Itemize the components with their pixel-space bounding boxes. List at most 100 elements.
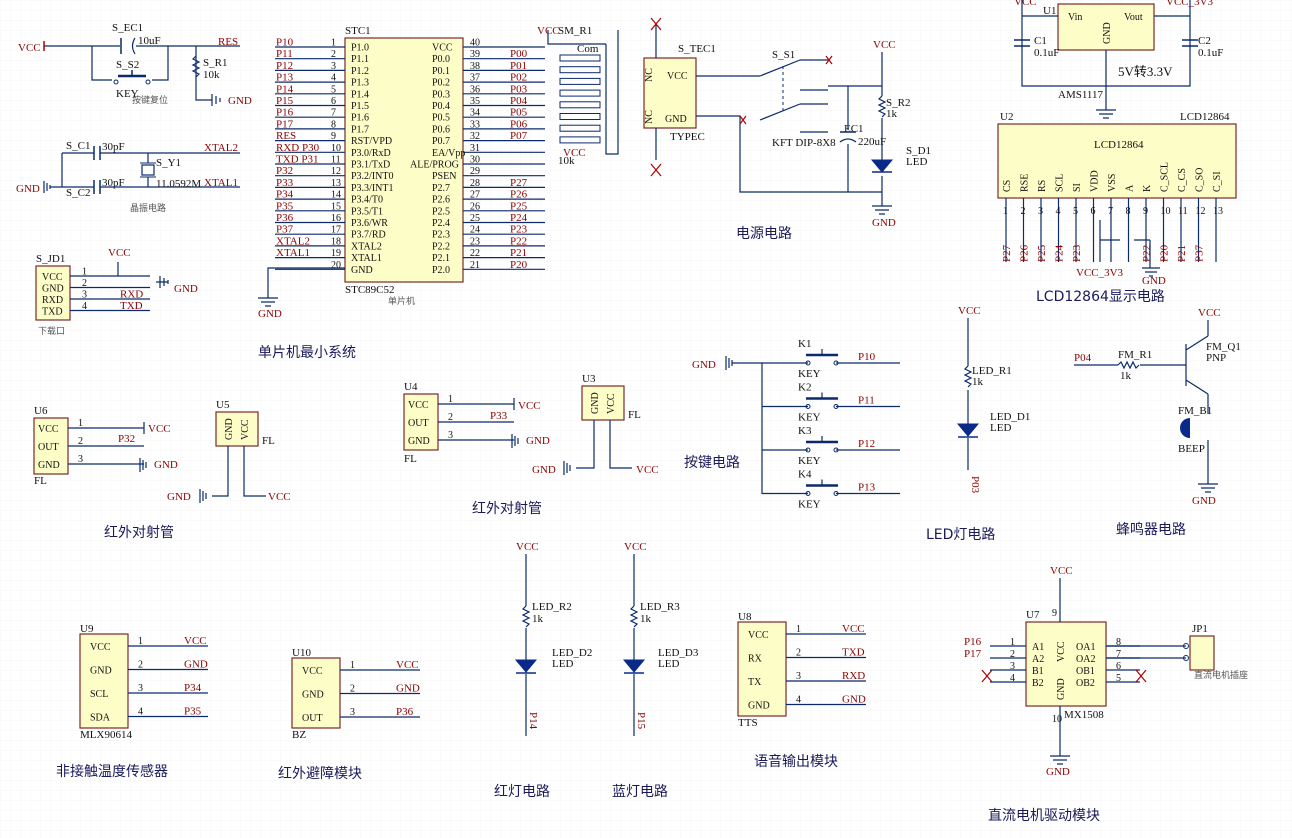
u10-pin-number: 3: [350, 707, 355, 718]
lcd-pin-number: 1: [1003, 206, 1008, 217]
mcu-pin-number: 27: [470, 190, 480, 201]
rnet-ref: SM_R1: [558, 25, 592, 37]
u8-ref: U8: [738, 611, 752, 623]
mcu-pin-number: 13: [331, 178, 341, 189]
crystal-xtal1-label: XTAL1: [204, 177, 238, 189]
reset-circuit: VCC S_EC1 10uF RES S_S2 KEY 按键复位 S_R1 10…: [18, 22, 252, 107]
u4-pin-name: OUT: [408, 418, 429, 429]
u10-pin-net: VCC: [396, 659, 419, 671]
lcd-pin-number: 13: [1213, 206, 1223, 217]
mcu-pin-name: P2.0: [432, 265, 450, 276]
mcu-pin-name: P1.5: [351, 101, 369, 112]
regulator-vout: Vout: [1124, 12, 1143, 23]
u7-left-num: 1: [1010, 637, 1015, 648]
u10-pin-net: GND: [396, 683, 420, 695]
u7-left-num: 2: [1010, 649, 1015, 660]
mcu-pin-name: P0.2: [432, 78, 450, 89]
regulator-c1-ref: C1: [1034, 35, 1047, 47]
mcu-pin-name: GND: [351, 265, 373, 276]
key-net: P11: [858, 395, 875, 407]
u8-pin-name: TX: [748, 677, 762, 688]
u9-ref: U9: [80, 623, 94, 635]
u8-pin-number: 1: [796, 624, 801, 635]
blue-d-ref: LED_D3: [658, 647, 699, 659]
reset-key-switch: [113, 70, 151, 85]
lcd-pin-net: P22: [1141, 245, 1153, 262]
voice-caption: 语音输出模块: [754, 753, 838, 770]
keys-gnd-label: GND: [692, 359, 716, 371]
u9-pin-net: P35: [184, 706, 202, 718]
svg-text:9: 9: [1052, 608, 1057, 619]
resistor-network: SM_R1 VCC Com 10k VCC: [537, 25, 619, 167]
mcu-pin-number: 22: [470, 248, 480, 259]
mcu-pin-net: P12: [276, 60, 293, 72]
u7-vcc-pin: VCC: [1056, 641, 1067, 662]
crystal-c2-ref: S_C2: [66, 187, 90, 199]
crystal-xtal2-label: XTAL2: [204, 142, 238, 154]
u7-left-num: 3: [1010, 661, 1015, 672]
buzzer-beep: BEEP: [1178, 443, 1205, 455]
mcu-pin-name: P0.4: [432, 101, 450, 112]
mcu-pin-number: 31: [470, 143, 480, 154]
u10-pin-number: 1: [350, 660, 355, 671]
mcu-pin-net: RES: [276, 130, 296, 142]
lcd-pin-name: VDD: [1090, 170, 1101, 192]
u5-vcc-pin: VCC: [240, 419, 251, 440]
lcd-pin-number: 2: [1021, 206, 1026, 217]
mcu-pin-name: XTAL1: [351, 253, 382, 264]
mcu-pin-number: 29: [470, 166, 480, 177]
mcu-pin-net: P21: [510, 247, 527, 259]
u9-pin-number: 4: [138, 707, 143, 718]
power-r2-value: 1k: [886, 108, 898, 120]
blue-r-value: 1k: [640, 613, 652, 625]
blue-led-circuit: VCC LED_R3 1k LED_D3 LED P15: [622, 541, 699, 736]
key-ref: K3: [798, 425, 812, 437]
mcu-pin-number: 9: [331, 131, 336, 142]
u4-net-gnd: GND: [526, 435, 550, 447]
mcu-pin-name: P2.6: [432, 195, 450, 206]
reset-caption: 按键复位: [132, 94, 168, 106]
mcu-pin-name: P1.1: [351, 54, 369, 65]
mcu-pin-number: 38: [470, 61, 480, 72]
mcu-pin-name: P0.1: [432, 66, 450, 77]
mcu-pin-net: P20: [510, 259, 528, 271]
red-r-value: 1k: [532, 613, 544, 625]
u5-gnd-pin: GND: [224, 418, 235, 440]
buzzer-q-ref: FM_Q1: [1206, 341, 1241, 353]
power-vcc-label: VCC: [873, 39, 896, 51]
mcu-pin-name: P2.5: [432, 206, 450, 217]
u7-right-num: 5: [1116, 673, 1121, 684]
mcu-pin-number: 17: [331, 225, 341, 236]
u6-net-gnd: GND: [154, 459, 178, 471]
u9-pin-number: 3: [138, 683, 143, 694]
rnet-vcc2-label: VCC: [563, 147, 586, 159]
buzzer-gnd-label: GND: [1192, 495, 1216, 507]
reset-res-label: RES: [218, 36, 238, 48]
crystal-c1-ref: S_C1: [66, 140, 90, 152]
ir-avoid-caption: 红外避障模块: [278, 766, 362, 782]
regulator-c1-value: 0.1uF: [1034, 47, 1059, 59]
power-ec1-ref: EC1: [844, 123, 864, 135]
power-gnd-pin: GND: [665, 114, 687, 125]
u7-right-pin: OA1: [1076, 642, 1095, 653]
regulator-vcc-label: VCC: [1014, 0, 1037, 8]
mcu-pin-name: P3.0/RxD: [351, 148, 391, 159]
mcu-pin-net: XTAL2: [276, 235, 310, 247]
lcd-pin-name: VSS: [1107, 174, 1118, 192]
mcu-pin-name: P0.0: [432, 54, 450, 65]
motor-caption: 直流电机驱动模块: [988, 807, 1100, 824]
rnet-com-label: Com: [577, 43, 599, 55]
u4-net-vcc: VCC: [518, 400, 541, 412]
u10-part: BZ: [292, 729, 306, 741]
blue-caption: 蓝灯电路: [612, 784, 668, 800]
mcu-pin-name: P2.2: [432, 241, 450, 252]
u8-pin-net: RXD: [842, 670, 865, 682]
mcu-pin-name: P3.7/RD: [351, 230, 386, 241]
mcu-pin-net: P17: [276, 118, 294, 130]
regulator-caption: 5V转3.3V: [1118, 64, 1173, 79]
led1-circuit: VCC LED_R1 1k LED_D1 LED P03: [956, 305, 1030, 494]
